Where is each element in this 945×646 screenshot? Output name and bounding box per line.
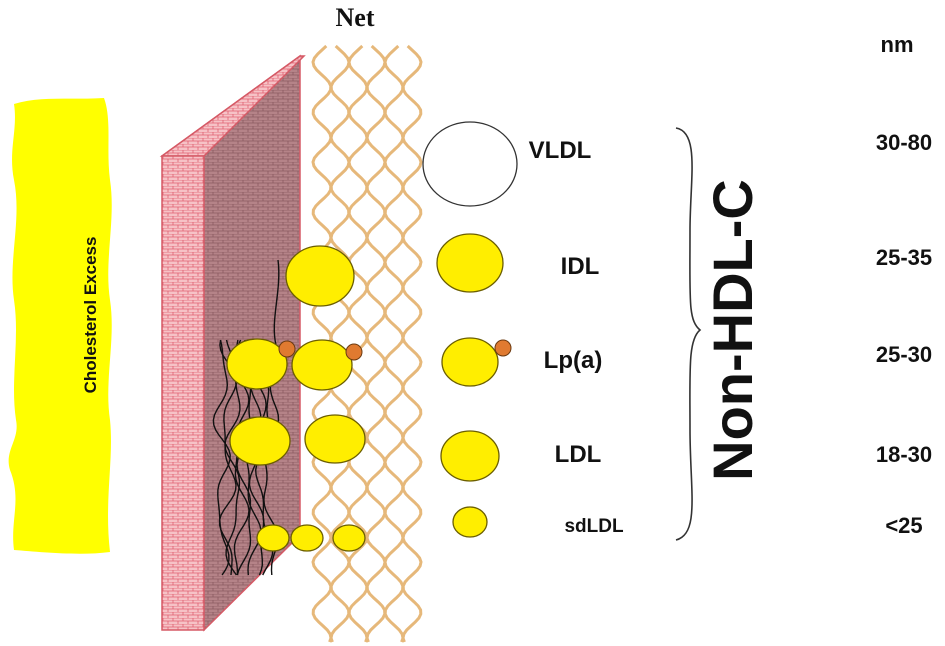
apo-a-icon [278, 340, 296, 358]
particle-name: LDL [555, 441, 602, 468]
trapped-lpa-1 [226, 338, 288, 390]
trapped-lpa-2 [291, 339, 353, 391]
particle-name: sdLDL [564, 516, 624, 537]
trapped-sdldl-1 [256, 524, 290, 552]
trapped-sdldl-2 [290, 524, 324, 552]
particle-name: VLDL [529, 137, 592, 164]
particle-name: IDL [561, 253, 600, 280]
trapped-ldl-1 [229, 416, 291, 466]
cholesterol-excess-label: Cholesterol Excess [81, 237, 100, 394]
net-strand [347, 44, 369, 643]
particle-size: 25-35 [876, 245, 932, 270]
particle-size: 30-80 [876, 130, 932, 155]
particle-size: 25-30 [876, 342, 932, 367]
nm-header: nm [881, 32, 914, 57]
particle-size: 18-30 [876, 442, 932, 467]
particle-idl-icon [436, 233, 504, 293]
trapped-ldl-2 [304, 414, 366, 464]
apo-a-icon [494, 339, 512, 357]
net-title: Net [336, 3, 375, 32]
particle-size: <25 [885, 513, 922, 538]
particle-ldl-icon [440, 430, 500, 482]
trapped-idl [285, 245, 355, 307]
non-hdl-c-label: Non-HDL-C [701, 179, 764, 481]
net-mesh [311, 44, 423, 643]
net-strand [365, 44, 387, 643]
particle-name: Lp(a) [544, 347, 603, 374]
apo-a-icon [345, 343, 363, 361]
particle-sdldl-icon [452, 506, 488, 538]
net-strand [383, 44, 405, 643]
non-hdl-bracket [675, 127, 702, 541]
particle-vldl-icon [422, 121, 518, 207]
trapped-sdldl-3 [332, 524, 366, 552]
cholesterol-excess-blob: Cholesterol Excess [8, 98, 112, 554]
particle-lp-a--icon [441, 337, 499, 387]
trapped-particles [226, 245, 366, 552]
net-strand [401, 44, 423, 643]
fibril [273, 259, 280, 346]
